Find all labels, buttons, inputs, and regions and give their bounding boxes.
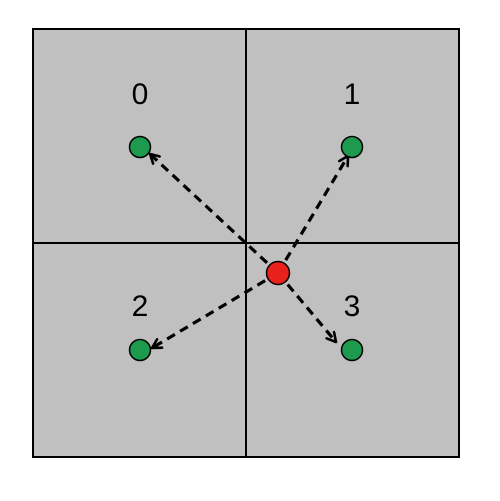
quadrant-label-2: 2 xyxy=(132,290,149,323)
quadrant-3-point xyxy=(340,338,364,362)
arrow-to-quadrant-1 xyxy=(276,156,350,274)
arrow-to-quadrant-3 xyxy=(276,271,336,342)
quadrant-1-point xyxy=(340,135,364,159)
center-point xyxy=(265,260,291,286)
quadrant-label-0: 0 xyxy=(132,78,149,111)
grid-border xyxy=(32,28,460,458)
quadrant-2-point xyxy=(128,338,152,362)
arrow-to-quadrant-2 xyxy=(152,271,279,350)
quadrant-label-3: 3 xyxy=(344,290,361,323)
quadrant-0-point xyxy=(128,135,152,159)
quadrant-label-1: 1 xyxy=(344,78,361,111)
